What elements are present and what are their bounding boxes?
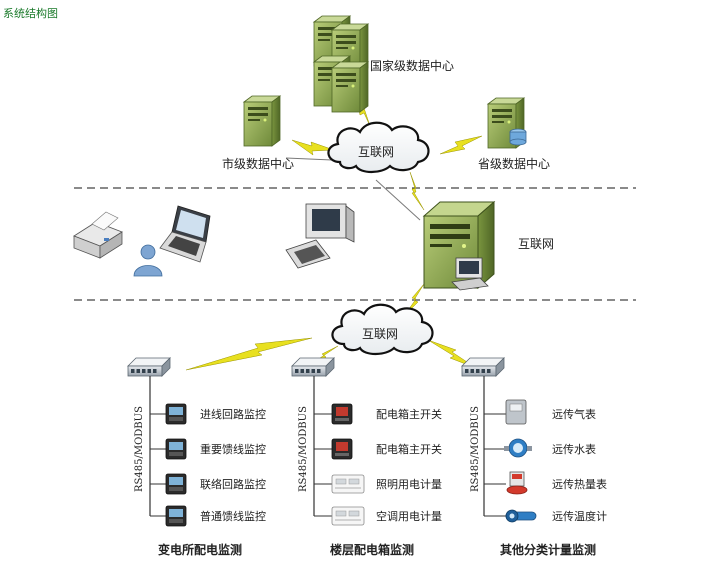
g1-item-4: 普通馈线监控 — [200, 509, 266, 523]
g1-item-2: 重要馈线监控 — [200, 442, 266, 456]
g2-caption: 楼层配电箱监测 — [330, 542, 414, 557]
energy-meter-icon — [331, 474, 365, 494]
user-icon — [133, 244, 163, 277]
city-data-center-server — [243, 95, 281, 147]
bus-label-2: RS485/MODBUS — [298, 406, 309, 492]
label-cloud-bottom: 互联网 — [362, 327, 398, 341]
label-city-center: 市级数据中心 — [222, 156, 294, 171]
water-meter-icon — [504, 438, 532, 458]
provincial-data-center-server — [487, 97, 527, 149]
gas-meter-icon — [505, 399, 527, 425]
connection-lines — [285, 157, 421, 221]
label-provincial-center: 省级数据中心 — [478, 156, 550, 171]
desktop-computer-icon — [285, 203, 355, 269]
cloud-bottom-icon — [331, 303, 434, 356]
national-data-center-servers — [313, 15, 369, 113]
lightning-provincial-cloud — [439, 135, 483, 155]
meter-icon — [165, 403, 187, 425]
g1-item-3: 联络回路监控 — [200, 477, 266, 491]
energy-meter-icon — [331, 506, 365, 526]
hub-1-icon — [127, 357, 171, 377]
g1-item-1: 进线回路监控 — [200, 407, 266, 421]
database-icon — [509, 128, 527, 146]
laptop-icon — [159, 205, 211, 263]
bus-label-3: RS485/MODBUS — [470, 406, 481, 492]
g2-item-2: 配电箱主开关 — [376, 442, 442, 456]
switch-meter-icon — [331, 438, 353, 460]
lightning-cloud2-hub1 — [185, 337, 313, 371]
g3-item-1: 远传气表 — [552, 407, 596, 421]
label-cloud-top: 互联网 — [358, 145, 394, 159]
heat-meter-icon — [506, 471, 528, 495]
meter-icon — [165, 438, 187, 460]
lightning-cloud-server — [409, 171, 425, 211]
diagram-title: 系统结构图 — [3, 7, 58, 20]
g2-item-3: 照明用电计量 — [376, 478, 442, 491]
label-national-center: 国家级数据中心 — [370, 58, 454, 73]
label-main-server: 互联网 — [518, 237, 554, 251]
thermometer-icon — [505, 509, 537, 523]
g3-item-3: 远传热量表 — [552, 477, 607, 491]
bus-label-1: RS485/MODBUS — [134, 406, 145, 492]
meter-icon — [165, 473, 187, 495]
g3-item-2: 远传水表 — [552, 442, 596, 456]
g2-item-1: 配电箱主开关 — [376, 407, 442, 421]
meter-icon — [165, 505, 187, 527]
g1-caption: 变电所配电监测 — [158, 542, 242, 557]
cloud-top-icon — [327, 121, 430, 174]
hub-2-icon — [291, 357, 335, 377]
hub-3-icon — [461, 357, 505, 377]
g3-item-4: 远传温度计 — [552, 509, 607, 523]
group-floor-box: RS485/MODBUS 配电箱主开关 配电箱主开关 照明用电计量 空调用电计量… — [291, 357, 442, 557]
switch-meter-icon — [331, 403, 353, 425]
g3-caption: 其他分类计量监测 — [500, 542, 596, 557]
printer-icon — [73, 211, 123, 259]
group-substation: RS485/MODBUS 进线回路监控 重要馈线监控 联络回路监控 普通馈线监控… — [127, 357, 266, 557]
group-other-metering: RS485/MODBUS 远传气表 远传水表 远传热量表 远传温度计 其 — [461, 357, 607, 557]
main-server-icon — [422, 200, 496, 291]
g2-item-4: 空调用电计量 — [376, 509, 442, 523]
